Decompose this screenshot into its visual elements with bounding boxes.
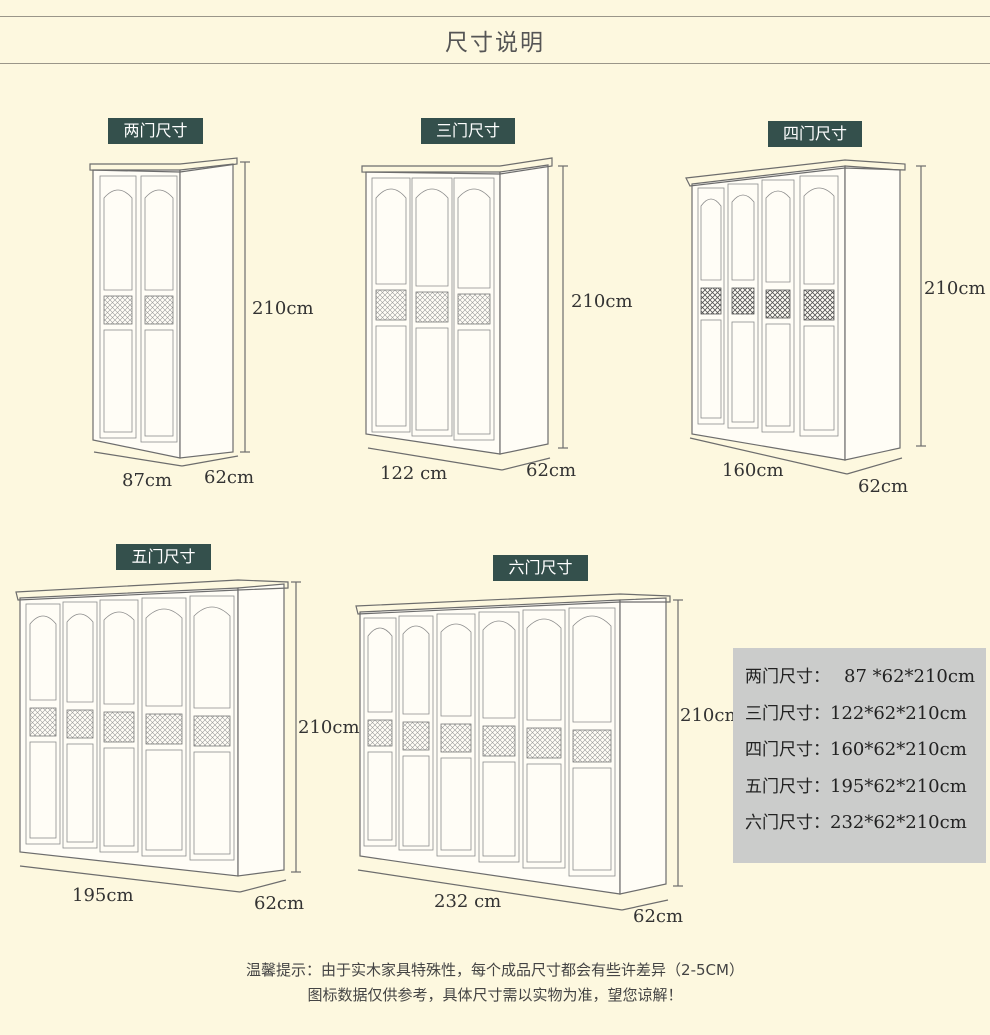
spec-name: 两门尺寸：	[745, 667, 830, 687]
label-four-door: 四门尺寸	[768, 121, 862, 147]
dim-five-width: 195cm	[72, 885, 134, 906]
label-three-door: 三门尺寸	[421, 118, 515, 144]
spec-name: 三门尺寸：	[745, 703, 830, 724]
spec-row-three-door: 三门尺寸： 122*62*210cm	[733, 699, 986, 736]
spec-panel: 两门尺寸： 87 *62*210cm 三门尺寸： 122*62*210cm 四门…	[733, 648, 986, 863]
footer-note: 温馨提示：由于实木家具特殊性，每个成品尺寸都会有些许差异（2-5CM） 图标数据…	[0, 958, 990, 1008]
label-two-door: 两门尺寸	[108, 118, 203, 144]
spec-name: 五门尺寸：	[745, 776, 830, 797]
spec-value: 122*62*210cm	[830, 702, 967, 724]
label-six-door: 六门尺寸	[493, 555, 588, 581]
dim-six-height: 210cm	[680, 705, 742, 726]
spec-row-two-door: 两门尺寸： 87 *62*210cm	[733, 662, 986, 699]
dim-three-width: 122 cm	[380, 463, 448, 484]
dim-five-height: 210cm	[298, 717, 360, 738]
dim-two-depth: 62cm	[204, 467, 255, 488]
dim-six-width: 232 cm	[434, 891, 502, 912]
dim-four-width: 160cm	[722, 460, 784, 481]
dim-three-depth: 62cm	[526, 460, 577, 481]
spec-value: 87 *62*210cm	[844, 666, 976, 687]
label-five-door: 五门尺寸	[116, 544, 211, 570]
spec-row-four-door: 四门尺寸： 160*62*210cm	[733, 735, 986, 772]
spec-value: 232*62*210cm	[830, 812, 967, 833]
wardrobe-three-door	[361, 157, 568, 471]
page-header: 尺寸说明	[0, 16, 990, 64]
dim-four-height: 210cm	[924, 278, 986, 299]
dim-two-height: 210cm	[252, 298, 314, 319]
footer-line-2: 图标数据仅供参考，具体尺寸需以实物为准，望您谅解！	[307, 986, 683, 1004]
footer-line-1: 温馨提示：由于实木家具特殊性，每个成品尺寸都会有些许差异（2-5CM）	[246, 961, 744, 979]
page-title: 尺寸说明	[445, 30, 545, 56]
wardrobe-six-door	[355, 593, 683, 911]
dim-two-width: 87cm	[122, 470, 173, 491]
dim-six-depth: 62cm	[633, 906, 684, 927]
spec-name: 四门尺寸：	[745, 740, 830, 760]
wardrobe-four-door	[685, 159, 926, 475]
dim-three-height: 210cm	[571, 291, 633, 312]
dim-five-depth: 62cm	[254, 893, 305, 914]
spec-value: 160*62*210cm	[830, 739, 967, 760]
spec-row-five-door: 五门尺寸： 195*62*210cm	[733, 772, 986, 809]
spec-value: 195*62*210cm	[830, 775, 967, 797]
spec-row-six-door: 六门尺寸： 232*62*210cm	[733, 808, 986, 845]
wardrobe-five-door	[15, 579, 301, 893]
wardrobe-two-door	[89, 157, 250, 467]
dim-four-depth: 62cm	[858, 476, 909, 497]
spec-name: 六门尺寸：	[745, 813, 830, 833]
